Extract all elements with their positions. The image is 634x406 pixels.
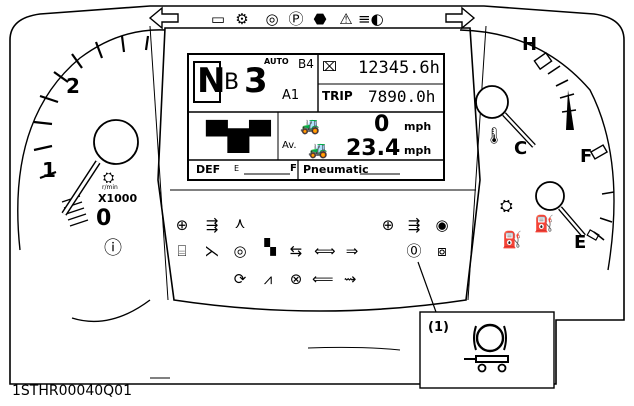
lcd-gear-a1: A1	[282, 88, 300, 103]
parking-brake-icon: Ⓟ	[288, 10, 304, 28]
lcd-implement-icon: ▀▆▀	[206, 120, 271, 153]
lcd-pneumatic-label: Pneumatic	[303, 163, 369, 176]
hourmeter-icon: ⌧	[322, 60, 337, 75]
rpm-icon-text: r/min	[102, 184, 118, 191]
air-filter-icon: ⧇	[437, 242, 447, 260]
pto-icon: ⇶	[205, 216, 219, 234]
glow-plug-icon: ⚙	[235, 10, 249, 28]
brake-icon: ⊗	[289, 270, 303, 288]
range-icon: ⇒	[345, 242, 359, 260]
engine-check-icon: ⛭	[500, 196, 513, 215]
tach-mark-1: 1	[42, 158, 56, 182]
seat-icon: ▚	[264, 238, 276, 256]
temp-cold-label: C	[514, 138, 528, 159]
coolant-temp-icon: 🌡	[484, 126, 505, 145]
lcd-avg-speed-unit: mph	[404, 144, 432, 157]
lcd-hour-value: 12345.6h	[358, 58, 440, 78]
lcd-avg-speed-value: 23.4	[346, 136, 401, 161]
auto-shift-icon: ⟸	[312, 270, 334, 288]
oil-pressure-icon: ◎	[265, 10, 279, 28]
lcd-trip-value: 7890.0h	[368, 87, 436, 106]
auto-steer-icon: ⋏	[234, 214, 246, 232]
right-turn-arrow	[445, 6, 476, 30]
creeper-icon: ⩘	[263, 270, 273, 288]
lcd-avg-label: Av.	[282, 140, 297, 151]
pto-p-icon: ⇶	[407, 216, 421, 234]
hitch-icon: ⋋	[204, 242, 220, 260]
four-wd-icon: ⇆	[289, 242, 303, 260]
fuel-empty-label: E	[574, 232, 587, 253]
temp-hot-label: H	[522, 34, 538, 55]
brake-warning-icon: ⓘ	[104, 238, 122, 259]
lcd-range-letter: B	[224, 70, 240, 95]
callout-label: (1)	[428, 320, 449, 335]
lcd-trip-label: TRIP	[322, 89, 353, 103]
fuel-full-label: F	[580, 146, 593, 167]
implement-icon: ⌸	[177, 242, 187, 260]
cruise-icon: ⟳	[233, 270, 247, 288]
filter-icon: ◉	[435, 216, 449, 234]
pto-speed-icon: ◎	[233, 242, 247, 260]
stop-icon: ⬣	[313, 10, 327, 28]
headlight-icon: ≡◐	[358, 10, 384, 28]
shuttle-icon: ⟺	[314, 242, 336, 260]
lcd-def-label: DEF	[196, 163, 221, 176]
tach-mark-0: 0	[96, 206, 112, 231]
battery-icon: ▭	[210, 10, 226, 28]
diff-lock-icon: ⊕	[175, 216, 189, 234]
tractor-icon: ⇝	[343, 270, 357, 288]
lcd-speed-value: 0	[374, 112, 390, 137]
lcd-mode-letter: N	[197, 61, 226, 101]
tach-mark-2: 2	[66, 74, 80, 98]
lcd-auto-label: AUTO	[264, 57, 289, 66]
lcd-speed-unit: mph	[404, 120, 432, 133]
figure-code: 1STHR00040Q01	[12, 383, 132, 399]
tach-multiplier: X1000	[98, 192, 138, 205]
lcd-gear-b4: B4	[298, 57, 314, 71]
lcd-def-e: E	[234, 164, 240, 173]
lcd-def-f: F	[290, 163, 297, 174]
engine-icon: ⛭	[103, 170, 115, 186]
front-diff-icon: ⊕	[381, 216, 395, 234]
trailer-brake-icon: ⓪	[406, 242, 422, 260]
avg-speed-vehicle-icon: 🚜	[308, 140, 328, 159]
callout-leader	[417, 261, 437, 313]
fuel-pump-icon: ⛽	[534, 214, 554, 233]
warning-triangle-icon: ⚠	[339, 10, 353, 28]
left-turn-arrow	[148, 6, 179, 30]
speed-vehicle-icon: 🚜	[300, 116, 320, 135]
lcd-gear-number: 3	[244, 61, 268, 101]
def-tank-icon: ⛽	[502, 230, 522, 249]
